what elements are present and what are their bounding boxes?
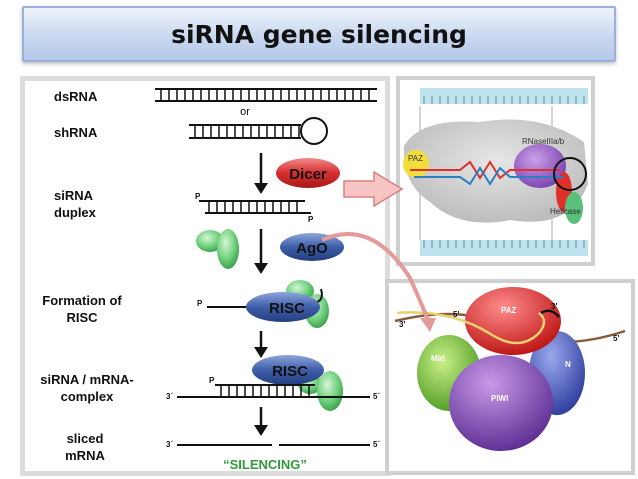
label-sliced-line1: sliced	[66, 431, 104, 446]
dicer-structure-illustration: PAZ RNaseIIIa/b Helicase	[403, 88, 588, 256]
silencing-text: “SILENCING”	[223, 457, 307, 471]
argonaute-structure-inset: N Mid PIWI PAZ 3' 5' 3' 5'	[385, 279, 635, 475]
arrow-dicer-step	[254, 153, 268, 194]
main-diagram-panel: dsRNA shRNA siRNA duplex Formation of RI…	[20, 76, 390, 476]
sirna-mrna-complex: RISC	[177, 355, 370, 411]
rnase-label: RNaseIIIa/b	[522, 137, 565, 146]
label-complex-line2: complex	[60, 389, 114, 404]
guide-3prime-end	[540, 309, 560, 318]
bottom-three-prime-left: 3'	[399, 320, 405, 329]
label-sliced-line2: mRNA	[65, 448, 105, 463]
or-text: or	[240, 106, 250, 118]
five-prime-end-1: 5´	[373, 392, 380, 401]
rna-strand-red	[410, 160, 560, 180]
page-title: siRNA gene silencing	[171, 20, 467, 49]
label-shrna: shRNA	[54, 125, 98, 140]
pathway-diagram: or Dicer P P	[155, 88, 380, 471]
label-complex-line1: siRNA / mRNA-	[40, 372, 134, 387]
title-banner: siRNA gene silencing	[22, 6, 616, 62]
ago-label: AgO	[296, 240, 328, 257]
label-sirna-duplex-line2: duplex	[54, 205, 96, 220]
dsrna-duplex	[155, 88, 377, 102]
green-protein-ago-step	[196, 229, 239, 269]
n-label: N	[565, 360, 571, 369]
risc-label-2: RISC	[272, 363, 308, 380]
hairpin-loop-circle	[553, 157, 587, 191]
mid-label: Mid	[431, 354, 445, 363]
p-end-4: P	[209, 376, 215, 385]
p-end-1: P	[195, 192, 201, 201]
paz-label-bottom: PAZ	[501, 306, 517, 315]
helicase-label: Helicase	[550, 207, 581, 216]
five-prime-end-2: 5´	[373, 440, 380, 449]
risc-formation-complex: RISC	[207, 280, 329, 328]
sirna-duplex-shape	[199, 200, 311, 214]
rna-strand-blue	[414, 166, 564, 186]
arrow-risc-step	[254, 331, 268, 358]
bottom-three-prime-right: 3'	[551, 302, 557, 311]
arrow-slicing-step	[254, 407, 268, 436]
dicer-structure-inset: PAZ RNaseIIIa/b Helicase	[396, 76, 595, 266]
bottom-five-prime-left: 5'	[453, 310, 459, 319]
paz-label-top: PAZ	[408, 154, 423, 163]
label-formation-line2: RISC	[66, 310, 98, 325]
shrna-hairpin	[189, 117, 328, 145]
piwi-domain	[449, 355, 553, 451]
ago-protein: AgO	[280, 233, 344, 261]
three-prime-end-2: 3´	[166, 440, 173, 449]
argonaute-structure-illustration: N Mid PIWI PAZ 3' 5' 3' 5'	[394, 287, 626, 451]
p-end-2: P	[308, 215, 314, 224]
bottom-five-prime-right: 5'	[613, 334, 619, 343]
label-dsrna: dsRNA	[54, 89, 98, 104]
dicer-label: Dicer	[289, 166, 327, 183]
dicer-protein: Dicer	[276, 158, 340, 188]
arrow-ago-step	[254, 229, 268, 274]
helicase-green	[565, 192, 583, 224]
label-sirna-duplex-line1: siRNA	[54, 188, 94, 203]
paz-domain-bottom	[465, 287, 561, 355]
risc-label-1: RISC	[269, 300, 305, 317]
piwi-label: PIWI	[491, 394, 508, 403]
label-formation-line1: Formation of	[42, 293, 122, 308]
guide-rna-strand	[396, 311, 546, 345]
three-prime-end-1: 3´	[166, 392, 173, 401]
p-end-3: P	[197, 299, 203, 308]
